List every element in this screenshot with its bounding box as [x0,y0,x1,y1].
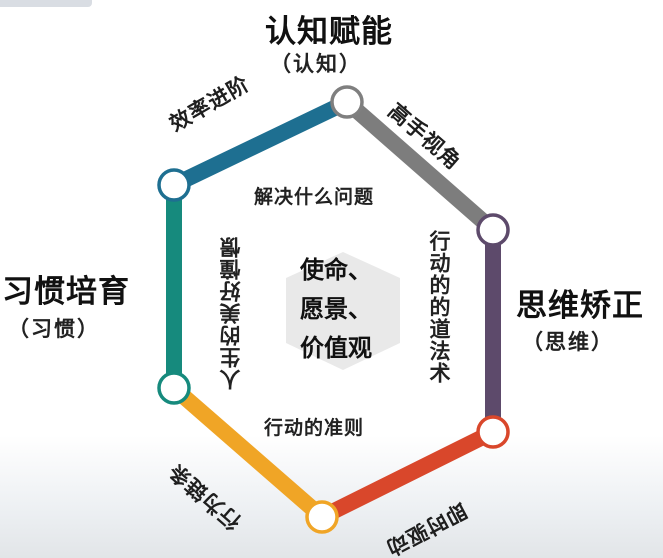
node-top-right [476,213,510,247]
center-line-3: 价值观 [300,334,372,362]
center-line-2: 愿景、 [300,295,372,323]
edge-bottom-left [166,380,330,525]
edge-top-right [339,94,501,238]
left-node-subtitle: （习惯） [8,317,100,341]
inner-label-bottom: 行动的准则 [264,417,365,439]
left-node-title: 习惯培育 [2,274,130,310]
right-node-subtitle: （思维） [522,330,614,354]
node-top-left [157,168,191,202]
top-node-subtitle: （认知） [270,52,362,76]
top-node-title: 认知赋能 [265,14,393,50]
center-line-1: 使命、 [300,256,372,284]
corner-tab [0,0,92,7]
node-bottom-right [476,415,510,449]
center-hexagon [286,252,400,370]
edge-bottom-right [314,424,501,525]
inner-label-right: 行动的的道法术 [427,230,451,384]
node-top [330,85,364,119]
right-node-title: 思维矫正 [516,288,644,324]
node-bottom [305,500,339,534]
node-bottom-left [157,371,191,405]
edge-top-left [166,94,355,193]
inner-label-top: 解决什么问题 [254,186,375,208]
inner-label-left: 人生的美好憧憬 [219,236,243,390]
